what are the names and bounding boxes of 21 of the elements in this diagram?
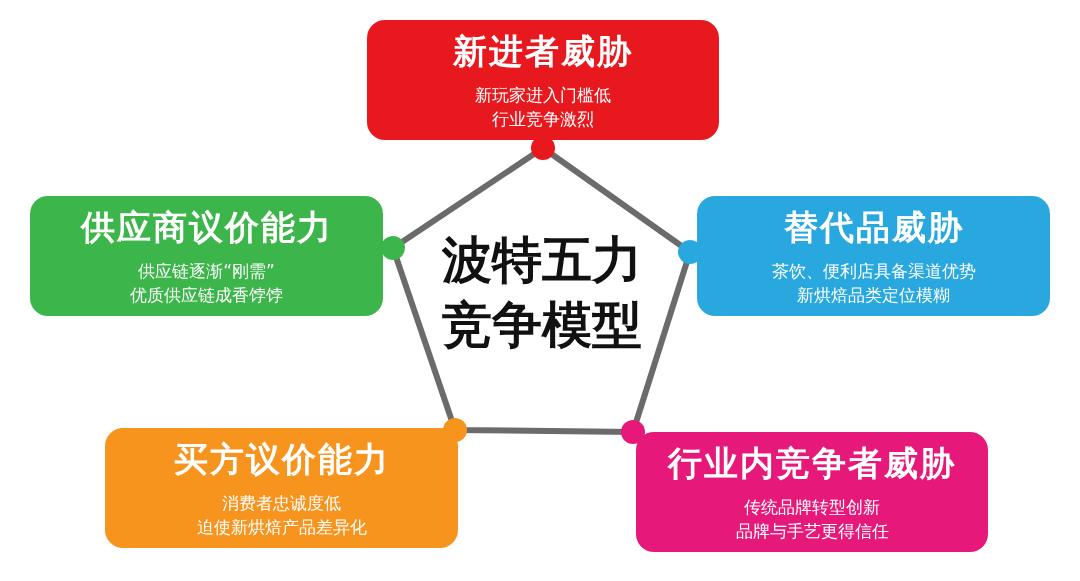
card-text: 消费者忠诚度低	[222, 492, 341, 515]
center-title: 波特五力竞争模型	[440, 230, 643, 356]
card-heading: 买方议价能力	[173, 438, 390, 481]
card-text: 行业竞争激烈	[492, 108, 594, 131]
card-heading: 供应商议价能力	[80, 206, 333, 249]
card-heading: 替代品威胁	[783, 206, 964, 249]
force-card	[367, 20, 719, 140]
card-text: 新玩家进入门槛低	[475, 84, 611, 107]
card-text: 迫使新烘焙产品差异化	[196, 516, 367, 539]
force-card	[30, 196, 383, 316]
card-text: 供应链逐渐“刚需”	[138, 260, 275, 283]
card-heading: 行业内竞争者威胁	[668, 442, 956, 485]
card-text: 新烘焙品类定位模糊	[797, 284, 950, 307]
card-text: 优质供应链成香饽饽	[130, 284, 283, 307]
card-text: 品牌与手艺更得信任	[735, 520, 889, 543]
force-card	[697, 196, 1050, 316]
force-card	[105, 428, 458, 548]
card-heading: 新进者威胁	[453, 30, 633, 73]
force-card	[636, 432, 988, 552]
card-text: 茶饮、便利店具备渠道优势	[771, 260, 976, 283]
card-text: 传统品牌转型创新	[744, 496, 880, 519]
